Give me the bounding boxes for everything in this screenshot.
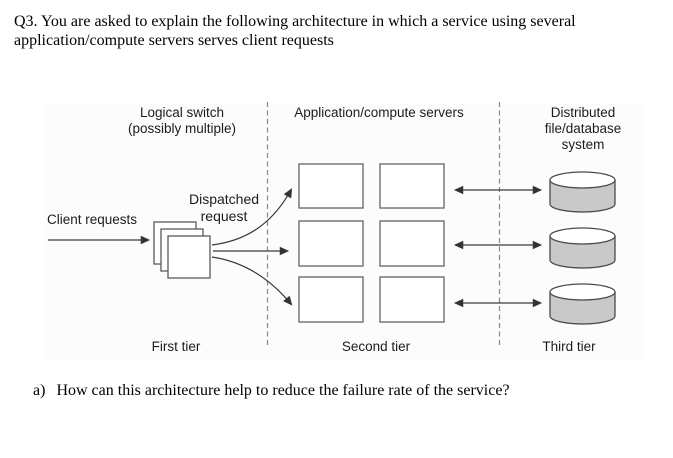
database-cylinder-body <box>549 236 616 269</box>
app-server-box <box>298 220 364 267</box>
database-cylinder-top <box>549 227 616 245</box>
app-server-box <box>298 163 364 209</box>
second-tier-title: Application/compute servers <box>294 105 464 120</box>
database-cylinder-top <box>549 171 616 189</box>
database-cylinder-top <box>549 283 616 301</box>
app-server-box <box>379 276 445 323</box>
queued-request-card <box>167 235 211 279</box>
first-tier-label: First tier <box>151 339 201 354</box>
dispatch-arrow-bottom <box>211 256 293 306</box>
request-queue-stack <box>153 221 211 279</box>
question-part-a-marker: a) <box>33 382 46 399</box>
app-server-grid <box>298 163 445 323</box>
third-tier-label: Third tier <box>542 339 596 354</box>
dispatch-arrow-top <box>211 188 293 246</box>
database-cylinder <box>549 171 616 213</box>
app-server-box <box>379 163 445 209</box>
third-tier-title: Distributed file/database system <box>544 105 622 152</box>
question-header: Q3. You are asked to explain the followi… <box>14 13 576 49</box>
app-server-box <box>379 220 445 267</box>
second-tier-label: Second tier <box>341 339 411 354</box>
database-cylinder-body <box>549 180 616 213</box>
database-cylinder <box>549 227 616 269</box>
database-cylinder-body <box>549 292 616 325</box>
app-server-box <box>298 276 364 323</box>
question-part-a: a) How can this architecture help to redu… <box>33 382 510 400</box>
client-requests-label: Client requests <box>47 212 138 227</box>
dispatched-request-label: Dispatched request <box>188 191 260 224</box>
database-cylinder <box>549 283 616 325</box>
question-part-a-text: How can this architecture help to reduce… <box>56 382 510 399</box>
first-tier-title: Logical switch (possibly multiple) <box>127 105 237 136</box>
